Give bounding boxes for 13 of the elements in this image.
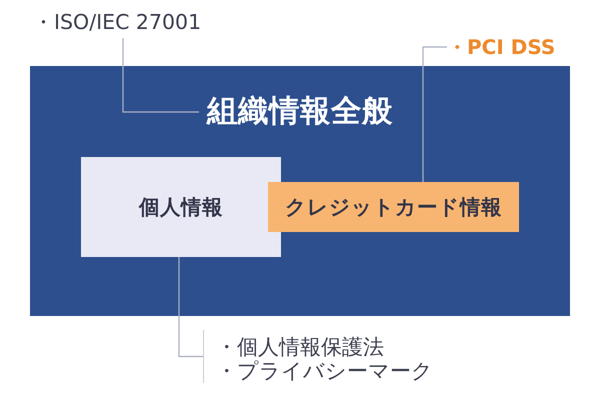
leader-line [122, 38, 199, 113]
category-box [81, 157, 281, 257]
standard-label: ・プライバシーマーク [216, 359, 433, 383]
leader-line [422, 46, 447, 182]
standard-label: ・PCI DSS [447, 34, 556, 60]
band-title: 組織情報全般 [207, 94, 393, 130]
highlighted-category-box [268, 182, 519, 232]
category-label: クレジットカード情報 [285, 194, 502, 220]
leader-line [178, 257, 203, 358]
scope-band [30, 66, 570, 316]
standard-label: ・個人情報保護法 [216, 335, 385, 359]
category-label: 個人情報 [139, 194, 223, 220]
standard-label: ・ISO/IEC 27001 [33, 9, 202, 35]
